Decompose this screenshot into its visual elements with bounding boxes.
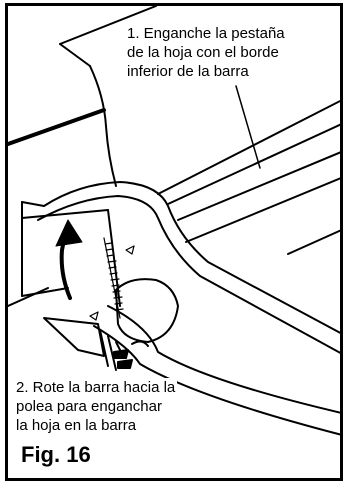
callout-step-1-line-1: 1. Enganche la pestaña: [127, 25, 285, 42]
blade-teeth: [43, 317, 149, 371]
callout-step-2-line-3: la hoja en la barra: [16, 417, 137, 434]
callout-step-1-line-3: inferior de la barra: [127, 63, 249, 80]
figure-label: Fig. 16: [21, 442, 91, 467]
wrench-knob: [115, 278, 179, 343]
rotation-arrow: [55, 219, 83, 300]
figure-frame: 1. Enganche la pestaña de la hoja con el…: [5, 3, 343, 481]
wrench-body: [21, 181, 340, 436]
callout-step-2: 2. Rote la barra hacia la polea para eng…: [16, 378, 178, 435]
callout-step-2-line-1: 2. Rote la barra hacia la: [16, 379, 176, 396]
callout-step-1: 1. Enganche la pestaña de la hoja con el…: [127, 24, 285, 81]
upper-bar: [59, 6, 157, 187]
wrench-illustration: [8, 6, 340, 436]
callout-step-2-line-2: polea para enganchar: [16, 398, 162, 415]
wrench-scale: [89, 237, 135, 321]
callout-step-1-line-2: de la hoja con el borde: [127, 44, 279, 61]
callout1-leader: [235, 85, 261, 169]
rail-lines: [8, 99, 340, 307]
